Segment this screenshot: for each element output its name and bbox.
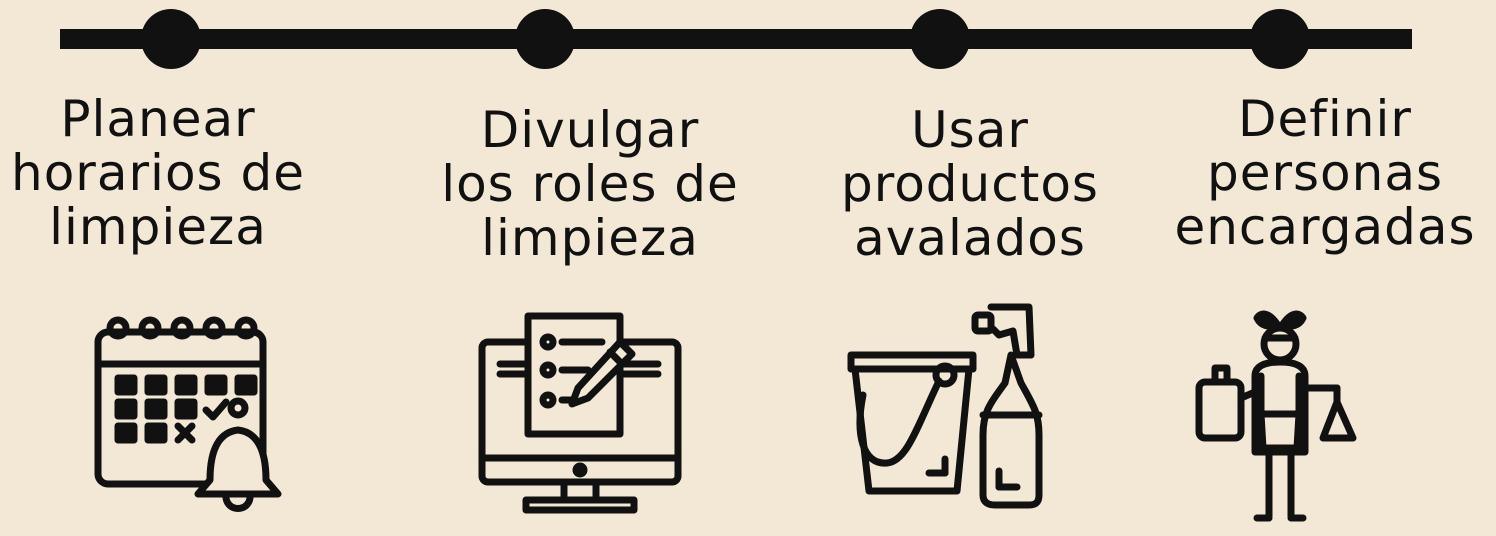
- timeline-line: [60, 29, 1412, 49]
- timeline: [60, 9, 1412, 69]
- step-3-label: Usar productos avalados: [841, 101, 1099, 267]
- monitor-checklist-icon: [470, 300, 700, 530]
- timeline-node-2: [515, 9, 575, 69]
- timeline-node-4: [1250, 9, 1310, 69]
- step-2-label: Divulgar los roles de limpieza: [441, 101, 739, 267]
- bucket-spray-bottle-icon: [833, 295, 1063, 525]
- timeline-node-3: [910, 9, 970, 69]
- cleaning-person-icon: [1165, 302, 1395, 532]
- calendar-bell-icon: [70, 300, 300, 530]
- timeline-node-1: [141, 9, 201, 69]
- step-1-label: Planear horarios de limpieza: [11, 90, 305, 256]
- step-4-label: Definir personas encargadas: [1174, 90, 1476, 256]
